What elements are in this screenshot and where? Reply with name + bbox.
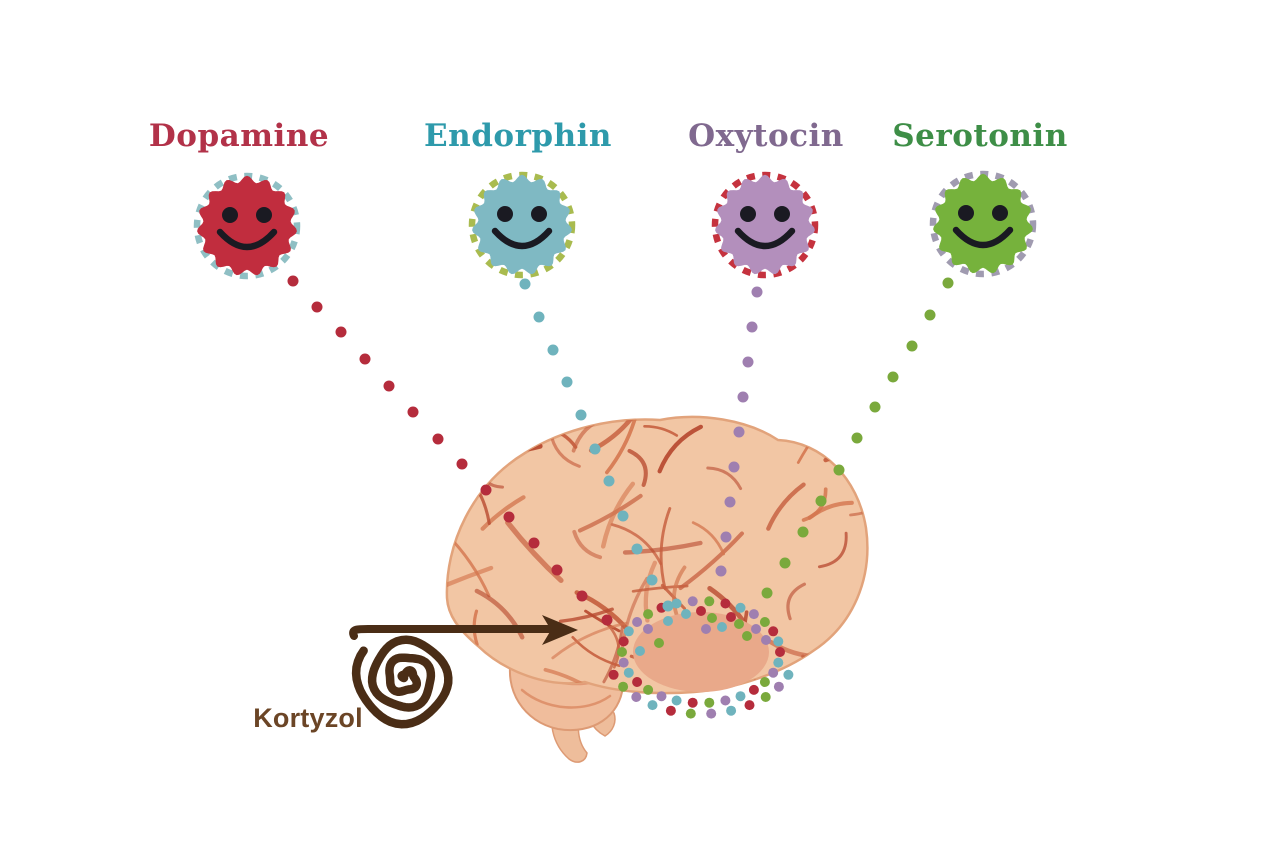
smiley-endorphin	[468, 171, 576, 279]
smiley-face	[197, 175, 297, 276]
label-kortyzol: Kortyzol	[253, 703, 363, 733]
smiley-smile	[216, 228, 278, 251]
smiley-eye-right	[992, 205, 1008, 221]
limbic-region	[633, 612, 769, 692]
trail-dopamine	[287, 275, 613, 626]
smiley-eye-left	[222, 207, 238, 223]
cortisol-symbol	[349, 615, 578, 729]
label-serotonin: Serotonin	[892, 118, 1068, 154]
cerebellum-fold-line	[520, 688, 612, 709]
smiley-face	[715, 174, 815, 275]
smiley-face	[933, 173, 1033, 274]
smiley-eye-right	[531, 206, 547, 222]
label-oxytocin: Oxytocin	[688, 118, 844, 154]
smiley-eye-right	[256, 207, 272, 223]
smiley-dopamine	[193, 172, 301, 280]
smiley-eye-right	[774, 206, 790, 222]
smiley-eye-left	[958, 205, 974, 221]
trail-endorphin	[519, 278, 674, 612]
label-endorphin: Endorphin	[424, 118, 612, 154]
smiley-eye-left	[740, 206, 756, 222]
cortisol-arrow-shaft	[349, 624, 556, 640]
smiley-eye-left	[497, 206, 513, 222]
smiley-face	[472, 174, 572, 275]
smiley-smile	[952, 226, 1014, 249]
smiley-smile	[491, 227, 553, 250]
trail-serotonin	[761, 277, 954, 599]
label-dopamine: Dopamine	[148, 118, 330, 154]
limbic-dot-ring	[608, 596, 794, 719]
cortisol-arrow-head	[542, 615, 578, 645]
trail-oxytocin	[715, 286, 763, 577]
smiley-oxytocin	[711, 171, 819, 279]
smiley-smile	[734, 227, 796, 250]
smiley-serotonin	[929, 170, 1037, 278]
cortisol-spiral-icon	[351, 635, 453, 729]
